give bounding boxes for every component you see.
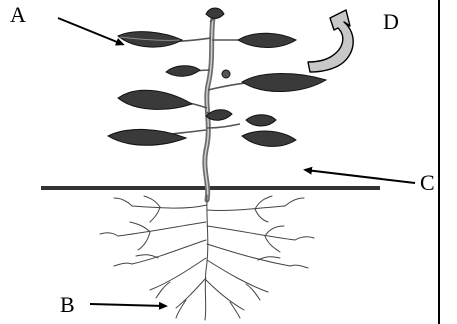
leaf-lower-left xyxy=(108,129,186,145)
leaf-mid-left xyxy=(118,90,192,109)
bud xyxy=(206,8,224,19)
curved-arrow-icon xyxy=(308,10,353,72)
roots xyxy=(100,195,314,320)
leaf-small-left xyxy=(166,66,200,77)
label-c: C xyxy=(420,172,435,194)
leaf-small-right-2 xyxy=(246,115,276,126)
label-b: B xyxy=(60,294,75,316)
label-d: D xyxy=(383,11,399,33)
leaf-upper-left xyxy=(118,32,182,47)
leaf-mid-right xyxy=(242,74,326,92)
label-a: A xyxy=(10,4,26,26)
leaf-upper-right xyxy=(238,33,296,47)
arrow-c xyxy=(306,170,415,183)
arrow-b xyxy=(90,304,165,306)
leaves xyxy=(108,8,326,146)
leaf-lower-right xyxy=(242,131,296,146)
arrow-a xyxy=(58,18,122,44)
